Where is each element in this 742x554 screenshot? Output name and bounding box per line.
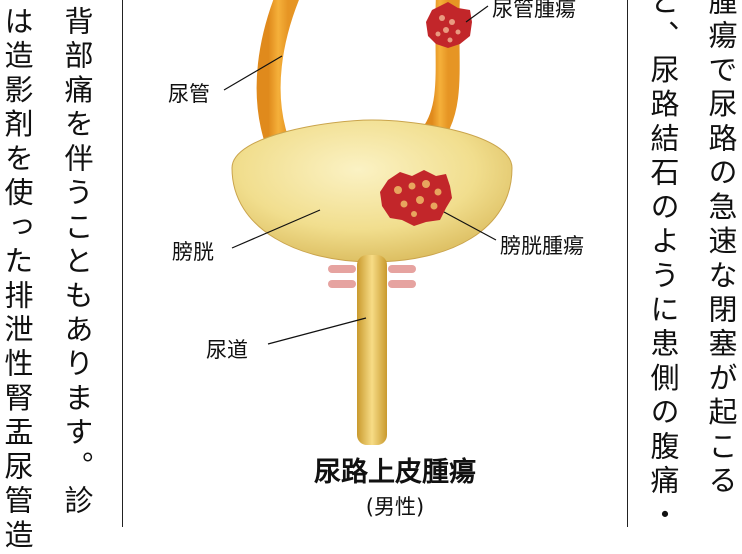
sphincter-mark bbox=[388, 265, 416, 273]
bladder-body bbox=[232, 120, 512, 262]
label-ureter-tumor: 尿管腫瘍 bbox=[492, 0, 576, 23]
sphincter-mark bbox=[388, 280, 416, 288]
label-bladder-tumor: 膀胱腫瘍 bbox=[500, 230, 584, 260]
label-urethra: 尿道 bbox=[206, 334, 248, 364]
leader-line-urethra bbox=[268, 318, 366, 344]
diagram-subtitle: (男性) bbox=[125, 491, 665, 521]
ureter-tumor bbox=[426, 2, 472, 48]
left-ureter bbox=[269, 0, 288, 135]
diagram-title: 尿路上皮腫瘍 bbox=[125, 450, 665, 489]
urethra bbox=[357, 255, 387, 445]
sphincter-mark bbox=[328, 280, 356, 288]
label-ureter: 尿管 bbox=[168, 78, 210, 108]
sphincter-mark bbox=[328, 265, 356, 273]
label-bladder: 膀胱 bbox=[172, 236, 214, 266]
urothelial-tumor-diagram bbox=[0, 0, 742, 527]
